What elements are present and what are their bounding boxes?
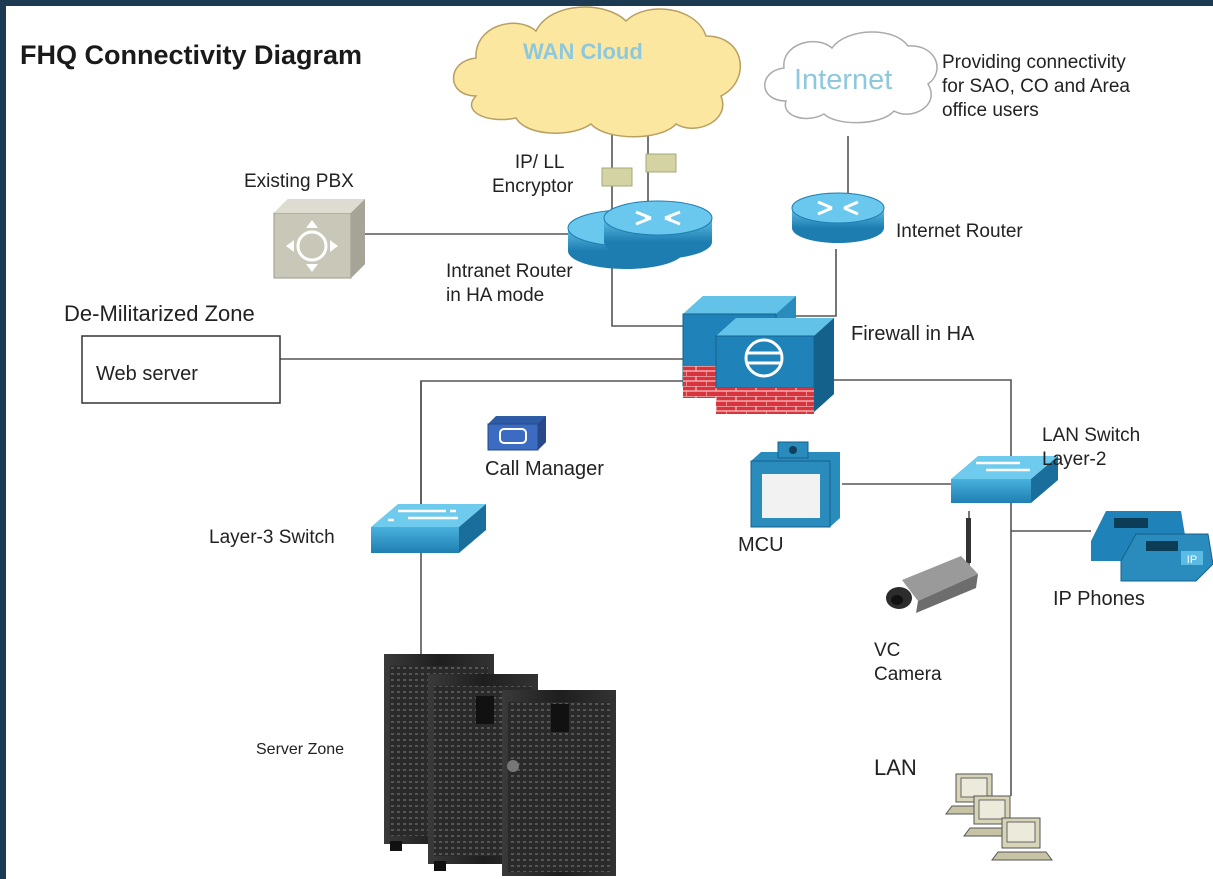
lan-switch-label: LAN Switch Layer-2 (1042, 424, 1140, 472)
firewall-label: Firewall in HA (851, 323, 975, 345)
link-firewall-lan (826, 379, 1012, 796)
intranet-router-label-line-1: Intranet Router (446, 261, 573, 282)
mcu-label: MCU (738, 534, 784, 556)
lan-switch-label-line-2: Layer-2 (1042, 448, 1107, 470)
intranet-router-icon (567, 200, 713, 269)
server-zone-icon (384, 654, 616, 876)
layer3-switch-icon (371, 504, 486, 553)
pbx-icon (273, 199, 365, 279)
wan-cloud (452, 6, 741, 138)
mcu-icon (750, 441, 840, 528)
ip-phones-label: IP Phones (1053, 588, 1145, 610)
web-server-box (81, 335, 281, 404)
vc-camera-label-line-2: Camera (874, 663, 942, 685)
encryptor-boxes (601, 153, 677, 187)
internet-note: Providing connectivity for SAO, CO and A… (942, 51, 1130, 122)
web-server-label: Web server (96, 363, 198, 385)
internet-router-label: Internet Router (896, 221, 1023, 242)
call-manager-label: Call Manager (485, 458, 604, 480)
lan-label: LAN (874, 755, 917, 780)
call-manager-icon (487, 416, 546, 451)
intranet-router-label: Intranet Router in HA mode (446, 260, 573, 308)
internet-note-line-1: Providing connectivity (942, 52, 1126, 73)
internet-cloud-label: Internet (794, 64, 893, 96)
link-internetrouter-firewall (796, 249, 837, 317)
encryptor-label: IP/ LL Encryptor (492, 151, 573, 199)
server-zone-label: Server Zone (256, 741, 345, 758)
vc-camera-label-line-1: VC (874, 640, 901, 661)
diagram-canvas: IP (6, 6, 1213, 879)
encryptor-label-line-2: Encryptor (492, 175, 574, 197)
link-router-firewall (611, 268, 686, 327)
intranet-router-label-line-2: in HA mode (446, 284, 545, 306)
layer3-switch-label: Layer-3 Switch (209, 527, 335, 548)
internet-router-icon (791, 192, 885, 243)
vc-camera-label: VC Camera (874, 639, 942, 687)
internet-note-line-3: office users (942, 99, 1039, 121)
diagram-title: FHQ Connectivity Diagram (20, 40, 363, 70)
internet-note-line-2: for SAO, CO and Area (942, 75, 1130, 97)
vc-camera-icon (886, 518, 978, 613)
pc-3 (991, 817, 1053, 861)
existing-pbx-label: Existing PBX (244, 171, 354, 192)
dmz-label: De-Militarized Zone (64, 301, 255, 326)
server-3 (502, 690, 616, 876)
ip-phones-icon: IP (1091, 511, 1213, 582)
lan-pcs-icon (945, 773, 1053, 861)
wan-cloud-label: WAN Cloud (523, 39, 643, 64)
firewall-icon (682, 296, 834, 414)
svg-text:IP: IP (1187, 554, 1197, 566)
encryptor-label-line-1: IP/ LL (514, 152, 565, 173)
connectivity-diagram: IP (81, 6, 1213, 876)
lan-switch-icon (951, 456, 1058, 503)
internet-cloud (764, 31, 938, 124)
lan-switch-label-line-1: LAN Switch (1042, 425, 1141, 446)
